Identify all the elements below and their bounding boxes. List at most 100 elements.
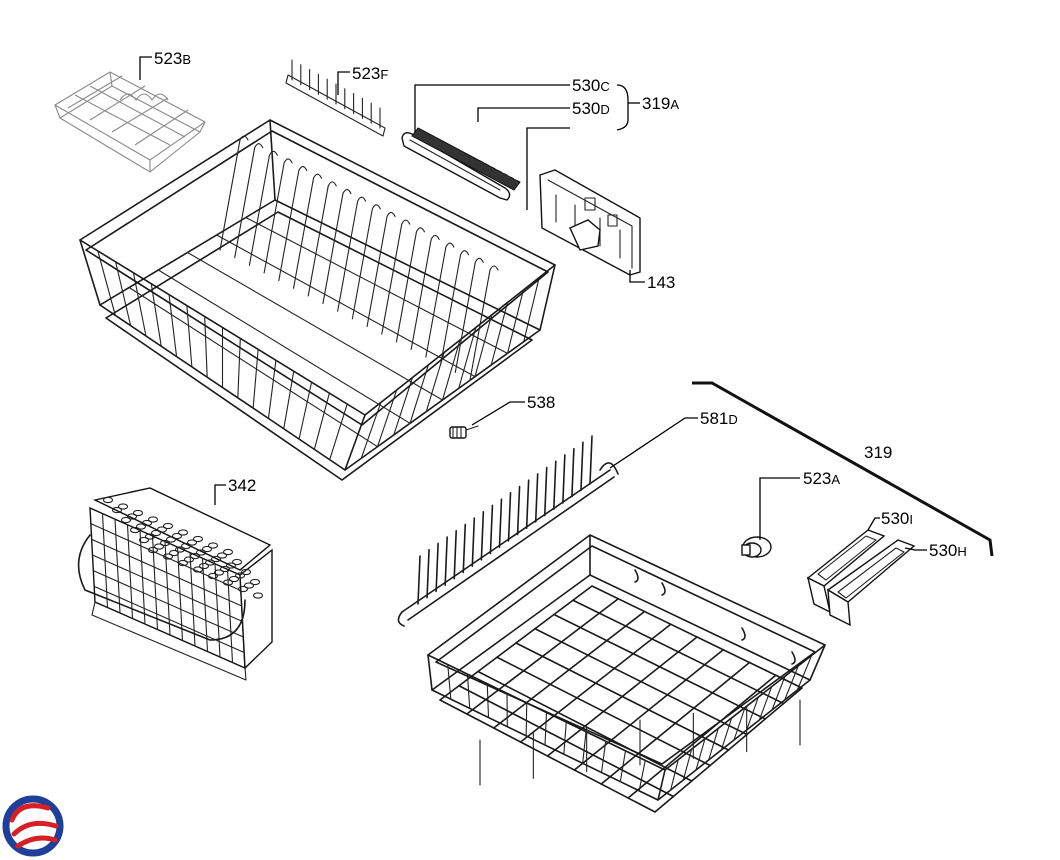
rack-tine: [278, 166, 308, 282]
rack-tine: [337, 196, 367, 312]
label-530h-suffix: H: [957, 544, 966, 559]
wire-segment: [796, 654, 813, 691]
wire-segment: [91, 554, 244, 623]
svg-text:523F: 523F: [352, 64, 388, 83]
label-523a-suffix: A: [831, 472, 840, 487]
label-319a-number: 319: [642, 94, 670, 113]
cutlery-slot: [135, 523, 147, 530]
part-530h-seal: [826, 539, 916, 627]
wire-segment: [573, 648, 725, 771]
wire-segment: [471, 517, 476, 567]
svg-text:530D: 530D: [572, 99, 610, 118]
cutlery-slot: [165, 536, 177, 543]
label-530c-suffix: C: [600, 79, 609, 94]
rack-tine: [395, 227, 426, 343]
wire-segment: [562, 454, 566, 504]
wire-segment: [283, 370, 295, 430]
part-342-cutlery-basket: [77, 487, 273, 681]
wire-segment: [498, 498, 503, 548]
part-523a-wheel: [741, 536, 772, 558]
rack-tine: [454, 257, 484, 373]
wire-segment: [115, 261, 132, 327]
wire-segment: [237, 337, 241, 399]
rack-tine: [381, 219, 411, 335]
rack-tine: [248, 150, 278, 266]
wire-segment: [453, 529, 458, 580]
cutlery-slot: [180, 542, 192, 550]
cutlery-slot: [210, 555, 222, 563]
wire-segment: [92, 570, 244, 638]
wire-segment: [97, 250, 116, 316]
lower-basket: [427, 534, 826, 813]
cutlery-slot: [231, 558, 243, 566]
svg-text:530H: 530H: [929, 541, 967, 560]
label-530d-number: 530: [572, 99, 600, 118]
cutlery-slot: [249, 578, 261, 586]
leader-lines: [139, 56, 927, 551]
wire-segment: [627, 674, 777, 799]
wire-segment: [474, 314, 493, 378]
wire-segment: [619, 750, 627, 783]
wire-segment: [746, 696, 759, 731]
wire-segment: [600, 661, 751, 785]
wire-segment: [245, 216, 509, 354]
rack-tine: [425, 242, 455, 358]
wire-segment: [784, 665, 799, 701]
cutlery-slot: [120, 516, 132, 524]
label-342: 342: [228, 476, 256, 495]
wire-segment: [638, 759, 646, 792]
cutlery-slot: [207, 542, 219, 549]
rack-tine: [322, 188, 352, 305]
label-581d-number: 581: [700, 409, 728, 428]
wire-segment: [447, 664, 452, 700]
cutlery-slot: [150, 529, 162, 537]
wire-segment: [216, 234, 476, 378]
rack-tine: [307, 181, 337, 297]
rack-tine: [366, 211, 396, 328]
cutlery-slot: [102, 496, 114, 504]
wire-segment: [546, 636, 698, 757]
wire-segment: [435, 542, 439, 593]
rack-tine: [410, 234, 440, 350]
cutlery-slot: [228, 575, 240, 583]
wire-segment: [733, 706, 746, 741]
cutlery-slot: [117, 503, 129, 510]
cutlery-slot: [111, 506, 123, 514]
cutlery-slot: [129, 526, 141, 534]
cutlery-slot: [144, 533, 156, 540]
wire-segment: [204, 316, 208, 378]
wire-segment: [544, 711, 548, 746]
cutlery-slot: [243, 582, 255, 589]
rack-tine: [234, 143, 264, 259]
cutlery-slot: [126, 513, 138, 520]
wire-segment: [426, 548, 430, 599]
wire-segment: [444, 536, 448, 586]
cutlery-slot: [138, 536, 150, 544]
wire-segment: [480, 510, 485, 561]
cutlery-slot: [168, 549, 180, 557]
label-319a-suffix: A: [670, 97, 679, 112]
wire-segment: [490, 301, 509, 366]
wire-segment: [417, 555, 421, 605]
label-530d-suffix: D: [600, 102, 609, 117]
part-530c-rail: [401, 131, 511, 201]
cutlery-slot: [162, 522, 174, 530]
wire-segment: [409, 364, 429, 424]
wire-segment: [708, 727, 719, 761]
wire-segment: [298, 381, 313, 440]
part-538-pin: [449, 425, 479, 439]
wire-segment: [186, 251, 444, 401]
wire-segment: [720, 717, 733, 751]
cutlery-slot: [252, 592, 264, 599]
rack-tine: [440, 250, 470, 366]
rack-tine: [292, 173, 323, 289]
cutlery-slot: [219, 565, 231, 573]
part-319-rail: [692, 381, 994, 557]
wire-segment: [462, 523, 467, 574]
wire-segment: [525, 702, 528, 737]
svg-text:523A: 523A: [803, 469, 840, 488]
label-530i-suffix: I: [909, 512, 913, 527]
cutlery-slot: [216, 552, 228, 559]
svg-text:530C: 530C: [572, 76, 610, 95]
